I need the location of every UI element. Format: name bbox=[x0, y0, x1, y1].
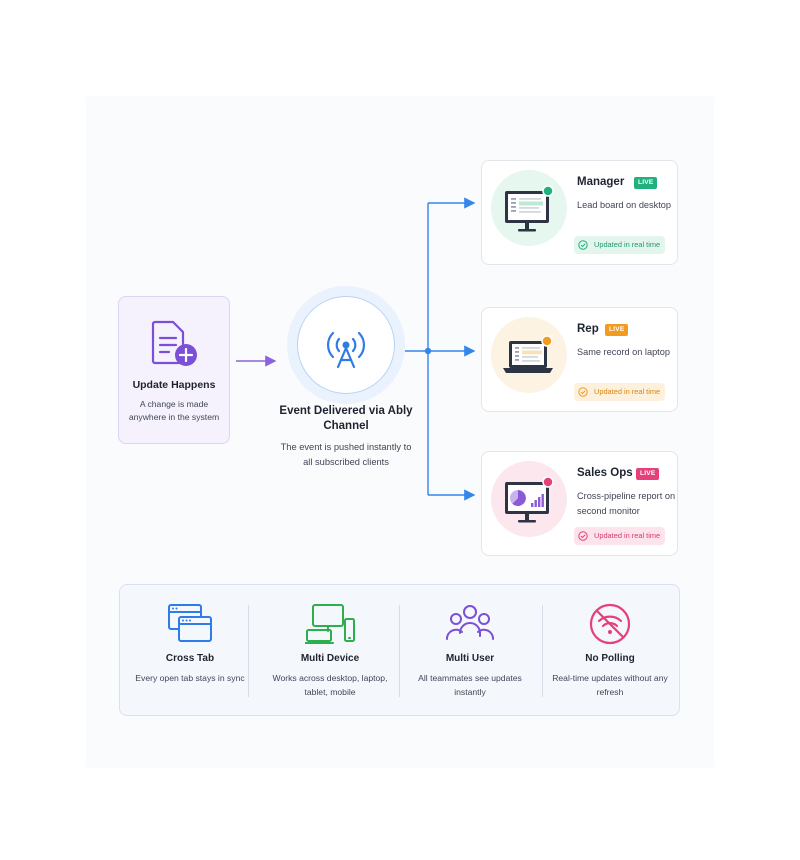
source-title: Update Happens bbox=[132, 379, 216, 391]
feature-multi-device: Multi Device Works across desktop, lapto… bbox=[260, 585, 400, 717]
client-name: Manager bbox=[577, 176, 625, 188]
client-card-sales-ops: Sales Ops LIVE Cross-pipeline report on … bbox=[481, 451, 678, 556]
feature-multi-user: Multi User All teammates see updates ins… bbox=[400, 585, 540, 717]
hub-title: Event Delivered via Ably Channel bbox=[279, 405, 413, 432]
feature-no-polling: No Polling Real-time updates without any… bbox=[540, 585, 680, 717]
feature-description: Works across desktop, laptop, tablet, mo… bbox=[272, 673, 388, 697]
browser-tabs-icon bbox=[168, 604, 212, 642]
feature-description: All teammates see updates instantly bbox=[418, 673, 522, 697]
status-text: Updated in real time bbox=[594, 531, 661, 540]
feature-description: Every open tab stays in sync bbox=[135, 673, 245, 683]
client-description: Same record on laptop bbox=[577, 347, 670, 357]
source-card: Update Happens A change is made anywhere… bbox=[118, 296, 230, 444]
check-circle-icon bbox=[578, 240, 588, 250]
client-card-rep: Rep LIVE Same record on laptop Updated i… bbox=[481, 307, 678, 412]
client-name: Sales Ops bbox=[577, 467, 633, 479]
broadcast-antenna-icon bbox=[326, 331, 366, 369]
desktop-monitor-icon bbox=[505, 185, 554, 232]
feature-description: Real-time updates without any refresh bbox=[552, 673, 668, 697]
live-badge: LIVE bbox=[605, 324, 629, 336]
status-pill: Updated in real time bbox=[574, 527, 666, 545]
feature-divider bbox=[399, 605, 400, 697]
source-description: A change is made anywhere in the system bbox=[128, 399, 220, 422]
live-badge: LIVE bbox=[634, 177, 658, 189]
feature-title: Multi User bbox=[445, 653, 495, 664]
users-icon bbox=[445, 605, 495, 640]
feature-divider bbox=[542, 605, 543, 697]
hub-description: The event is pushed instantly to all sub… bbox=[280, 442, 412, 467]
feature-cross-tab: Cross Tab Every open tab stays in sync bbox=[120, 585, 260, 717]
live-badge: LIVE bbox=[636, 468, 660, 480]
feature-title: Multi Device bbox=[300, 653, 360, 664]
device-circle bbox=[491, 317, 567, 393]
status-pill: Updated in real time bbox=[574, 236, 666, 254]
device-circle bbox=[491, 461, 567, 537]
feature-title: Cross Tab bbox=[165, 653, 215, 664]
document-plus-icon bbox=[149, 317, 201, 369]
features-panel: Cross Tab Every open tab stays in sync M… bbox=[119, 584, 680, 716]
client-description: Cross-pipeline report on second monitor bbox=[577, 491, 676, 516]
laptop-icon bbox=[503, 335, 553, 373]
devices-icon bbox=[305, 604, 355, 644]
client-description: Lead board on desktop bbox=[577, 200, 671, 210]
client-name: Rep bbox=[577, 323, 599, 335]
feature-divider bbox=[248, 605, 249, 697]
check-circle-icon bbox=[578, 387, 588, 397]
check-circle-icon bbox=[578, 531, 588, 541]
status-pill: Updated in real time bbox=[574, 383, 666, 401]
client-card-manager: Manager LIVE Lead board on desktop Updat… bbox=[481, 160, 678, 265]
device-circle bbox=[491, 170, 567, 246]
feature-title: No Polling bbox=[585, 653, 635, 664]
hub-circle bbox=[297, 296, 395, 394]
status-text: Updated in real time bbox=[594, 387, 661, 396]
monitor-chart-icon bbox=[505, 476, 554, 523]
no-wifi-icon bbox=[589, 603, 631, 645]
status-text: Updated in real time bbox=[594, 240, 661, 249]
